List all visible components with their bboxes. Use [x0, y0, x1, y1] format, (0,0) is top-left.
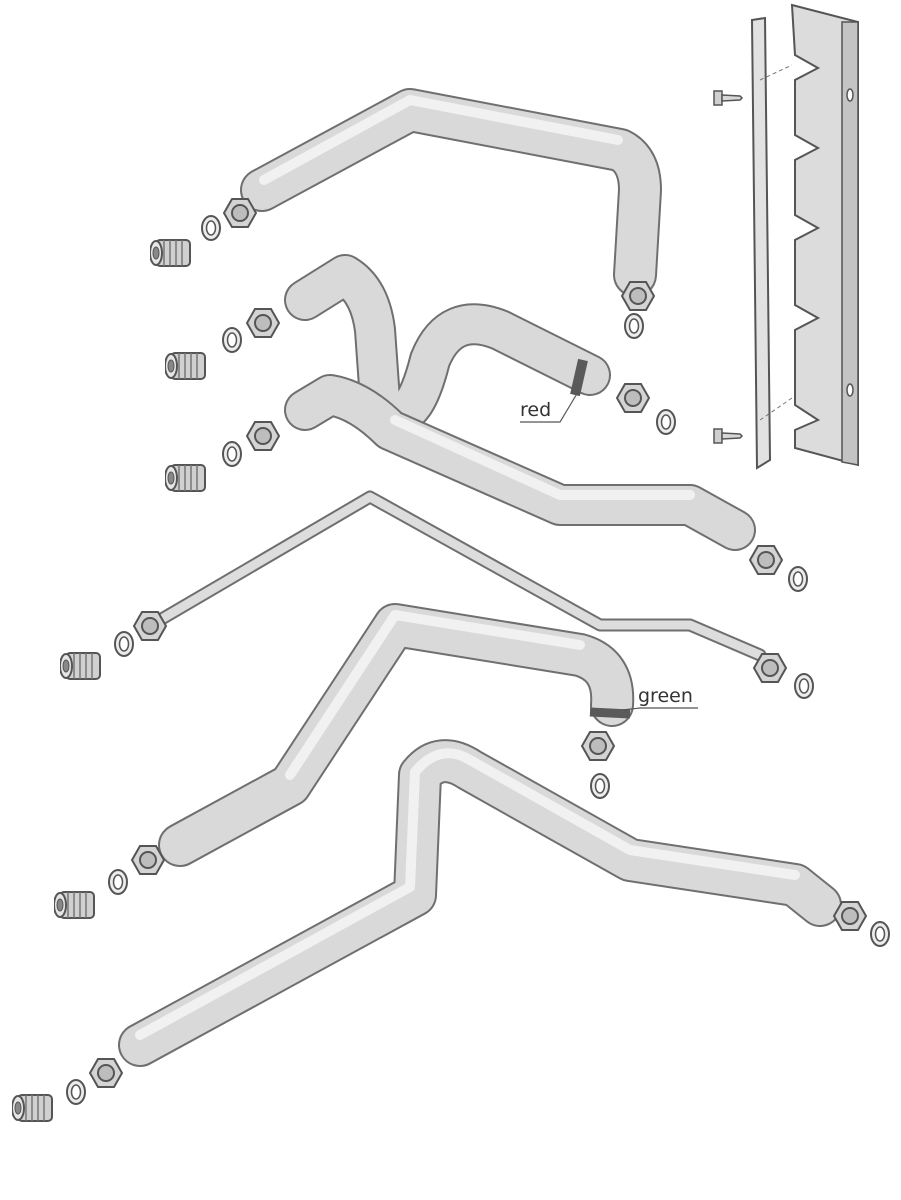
- pipe-1-nut-left: [223, 198, 257, 228]
- pipe-5-washer-bottom: [590, 773, 610, 799]
- pipe-5-nut-bottom: [581, 731, 615, 761]
- green-label: green: [638, 685, 693, 707]
- pipe-3-washer-right: [788, 566, 808, 592]
- pipe-2-nut-right: [616, 383, 650, 413]
- pipe-1-nipple: [150, 239, 191, 267]
- pipe-2-nipple: [165, 352, 206, 380]
- pipe-4-nut-right: [753, 653, 787, 683]
- pipe-4: [60, 490, 814, 699]
- pipe-6-nut-right: [833, 901, 867, 931]
- screw-bottom-icon: [713, 428, 743, 444]
- pipe-2: [165, 254, 676, 435]
- red-label: red: [520, 399, 551, 421]
- green-marker-band: [589, 707, 631, 719]
- pipe-6-washer-left: [66, 1079, 86, 1105]
- pipe-5: [54, 603, 635, 919]
- pipe-3: [165, 374, 808, 592]
- mounting-bracket: [790, 3, 859, 467]
- red-marker-band: [570, 358, 588, 397]
- pipe-4-washer-right: [794, 673, 814, 699]
- pipe-3-washer-left: [222, 441, 242, 467]
- pipe-1: [150, 88, 662, 339]
- pipe-2-washer-left: [222, 327, 242, 353]
- pipe-4-nut-left: [133, 611, 167, 641]
- pipe-3-nut-right: [749, 545, 783, 575]
- pipe-4-nipple: [60, 652, 101, 680]
- pipe-6-nipple: [12, 1094, 53, 1122]
- pipe-2-nut-left: [246, 308, 280, 338]
- pipe-3-nipple: [165, 464, 206, 492]
- pipe-1-nut-bottom: [621, 281, 655, 311]
- pipe-4-washer-left: [114, 631, 134, 657]
- pipe-6-nut-left: [89, 1058, 123, 1088]
- pipe-6-washer-right: [870, 921, 890, 947]
- pipe-5-nipple: [54, 891, 95, 919]
- mounting-rail: [750, 16, 793, 470]
- pipe-1-washer-left: [201, 215, 221, 241]
- screw-top-icon: [713, 90, 743, 106]
- pipe-6: [12, 739, 890, 1122]
- red-callout: red: [520, 391, 579, 423]
- pipe-2-washer-right: [656, 409, 676, 435]
- pipe-5-washer-left: [108, 869, 128, 895]
- green-callout: green: [621, 685, 698, 711]
- pipe-5-nut-left: [131, 845, 165, 875]
- pipe-3-nut-left: [246, 421, 280, 451]
- pipe-1-washer-bottom: [624, 313, 644, 339]
